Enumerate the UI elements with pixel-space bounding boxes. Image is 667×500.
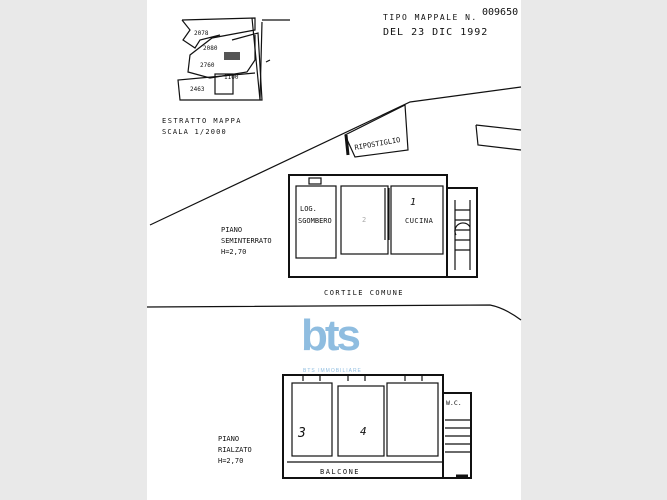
parcel-2080: 2080 — [203, 45, 218, 52]
basement-plan — [288, 174, 478, 278]
map-extract-title: ESTRATTO MAPPA — [162, 117, 242, 125]
bts-logo: bts — [301, 311, 360, 360]
parcel-1100: 1100 — [224, 74, 239, 81]
bts-logo-watermark: bts BTS IMMOBILIARE — [301, 311, 363, 374]
ripostiglio-outline — [344, 104, 409, 158]
room-wc: W.C. — [446, 399, 462, 407]
room-log: LOG. — [300, 205, 317, 213]
map-extract-inset: 2078 2080 2760 1100 2463 — [177, 17, 290, 101]
room-sgombero: SGOMBERO — [298, 217, 332, 225]
date-label: DEL 23 DIC 1992 — [383, 27, 488, 38]
ground-label-piano: PIANO — [218, 435, 239, 443]
room-2-number: 2 — [362, 216, 366, 224]
adjacent-structure — [475, 124, 522, 151]
mappale-number: 009650 — [482, 7, 518, 18]
balcone-label: BALCONE — [320, 468, 360, 476]
parcel-2078: 2078 — [194, 30, 209, 37]
ground-label-height: H=2,70 — [218, 457, 243, 465]
map-scale: SCALA 1/2000 — [162, 128, 227, 136]
basement-label-height: H=2,70 — [221, 248, 246, 256]
room-cucina: CUCINA — [405, 217, 434, 225]
room-1-number: 1 — [410, 197, 416, 208]
bts-name: BTS IMMOBILIARE — [303, 368, 362, 374]
parcel-2463: 2463 — [190, 86, 205, 93]
parcel-2760: 2760 — [200, 62, 215, 69]
basement-label-seminterrato: SEMINTERRATO — [221, 237, 272, 245]
tipo-mappale-label: TIPO MAPPALE N. — [383, 13, 478, 22]
room-4-number: 4 — [360, 425, 367, 438]
room-3-number: 3 — [297, 426, 306, 441]
ripostiglio-label: RIPOSTIGLIO — [354, 136, 401, 152]
courtyard-label: CORTILE COMUNE — [324, 289, 404, 297]
boundary-line-lower — [146, 304, 522, 321]
ground-floor-plan — [282, 374, 472, 479]
boundary-line-upper — [149, 86, 522, 226]
ground-label-rialzato: RIALZATO — [218, 446, 252, 454]
basement-label-piano: PIANO — [221, 226, 242, 234]
